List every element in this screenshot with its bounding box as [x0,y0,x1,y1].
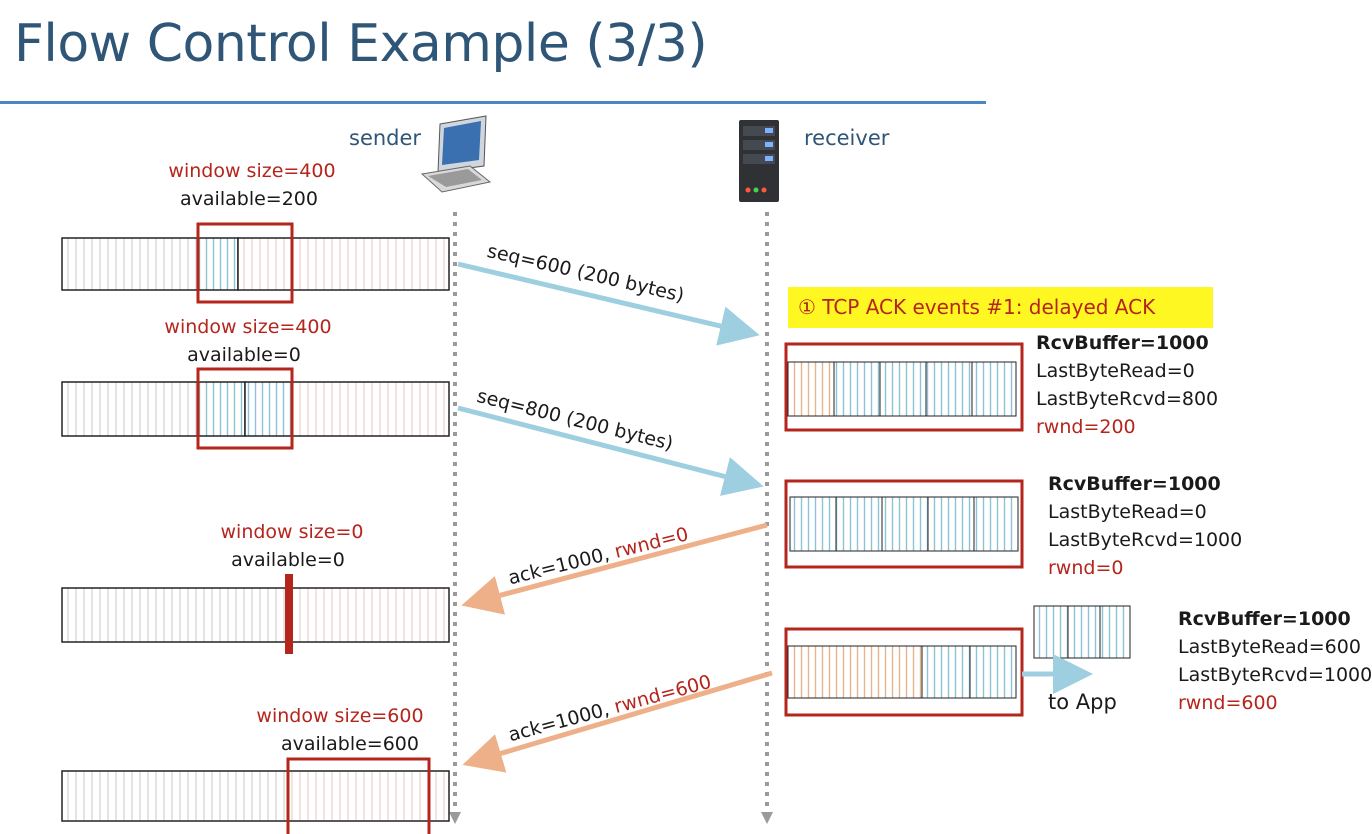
rcvbuffer-label-2: RcvBuffer=1000 [1048,473,1221,495]
receiver-buffer-2 [784,479,1024,569]
lastbytercvd-label-2: LastByteRcvd=1000 [1048,529,1243,551]
sender-window-size-1: window size=400 [168,160,336,182]
message-arrow-seq600 [457,261,760,346]
title-underline [0,101,986,104]
sender-label: sender [349,126,422,150]
sender-window-size-3: window size=0 [220,521,364,543]
sender-available-4: available=600 [281,733,419,755]
zero-window-marker [285,574,293,654]
sender-buffer-1 [61,222,450,304]
sender-available-2: available=0 [187,344,301,366]
send-window [196,222,294,304]
server-icon [739,120,779,202]
receiver-label: receiver [804,126,890,150]
sender-window-size-2: window size=400 [164,316,332,338]
sender-available-3: available=0 [231,549,345,571]
rcvbuffer-label-3: RcvBuffer=1000 [1178,608,1351,630]
receiver-buffer-3 [784,627,1024,717]
lastbyteread-label-1: LastByteRead=0 [1036,360,1195,382]
sender-buffer-3 [61,574,450,654]
lastbyteread-label-2: LastByteRead=0 [1048,501,1207,523]
rcvbuffer-label-1: RcvBuffer=1000 [1036,332,1209,354]
send-window [196,367,294,450]
rwnd-label-3: rwnd=600 [1178,692,1278,714]
to-app-label: to App [1048,690,1117,714]
message-arrow-seq800 [457,405,764,496]
app-buffer [1033,605,1131,659]
receiver-timeline-end [761,812,773,824]
sender-available-1: available=200 [180,188,318,210]
sender-timeline-end [449,812,461,824]
computer-icon [420,115,492,193]
rwnd-label-1: rwnd=200 [1036,416,1136,438]
message-arrow-ack-rwnd0 [461,522,768,615]
page-title: Flow Control Example (3/3) [14,14,708,74]
sender-buffer-4 [61,757,450,834]
sender-buffer-2 [61,367,450,450]
message-arrow-ack-rwnd600 [462,670,773,773]
rwnd-label-2: rwnd=0 [1048,557,1124,579]
lastbytercvd-label-1: LastByteRcvd=800 [1036,388,1219,410]
lastbyteread-label-3: LastByteRead=600 [1178,636,1361,658]
lastbytercvd-label-3: LastByteRcvd=1000 [1178,664,1372,686]
delayed-ack-note: ① TCP ACK events #1: delayed ACK [788,287,1213,328]
sender-window-size-4: window size=600 [256,705,424,727]
receiver-buffer-1 [784,342,1024,432]
send-window [286,757,431,834]
